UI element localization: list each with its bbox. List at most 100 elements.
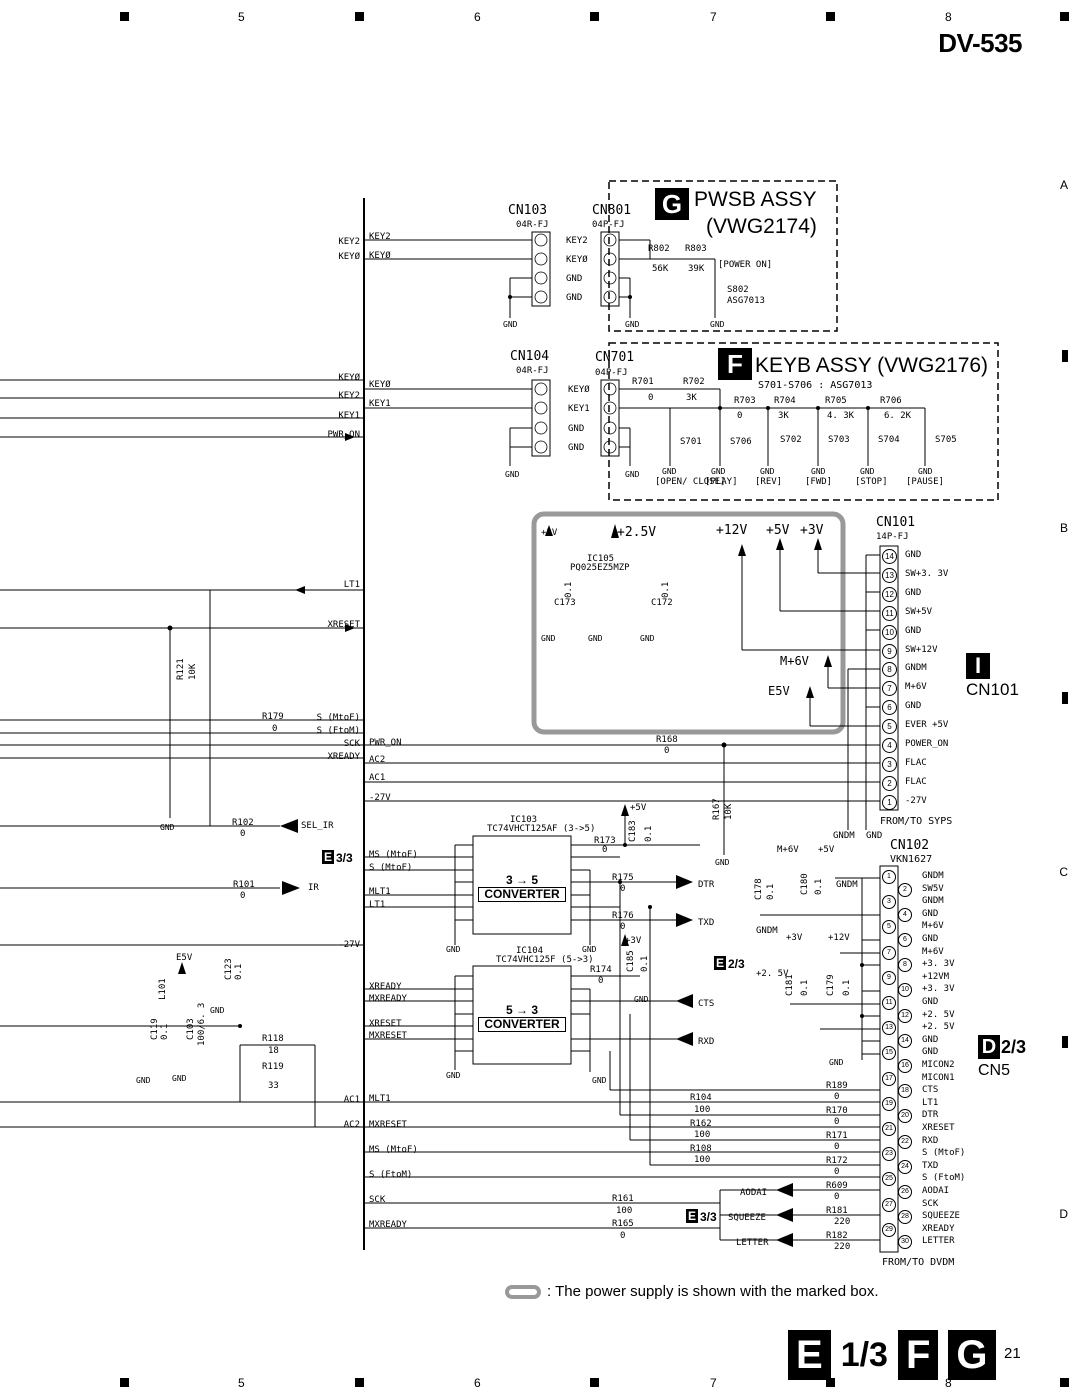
cn102-pin-number: 8 xyxy=(898,958,912,973)
cn102-pin-label: +3. 3V xyxy=(922,984,955,995)
ic104-label: 5 → 3 CONVERTER xyxy=(478,1004,566,1032)
cn101-side-label: CN101 xyxy=(966,680,1019,699)
cn102-pin-number: 1 xyxy=(882,870,896,884)
left-signal-label: S (MtoF) xyxy=(316,713,360,723)
c103-value: 100/6. 3 xyxy=(197,1002,207,1046)
cn101-pin-label: M+6V xyxy=(905,682,927,693)
cn102-pin-label: CTS xyxy=(922,1085,939,1096)
r119-label: R119 xyxy=(262,1062,284,1072)
gnd-label: GND xyxy=(541,634,556,643)
cn101-pin-number: 5 xyxy=(882,719,897,735)
cn5-badge: D xyxy=(978,1035,1000,1059)
cn102-pin-label: GND xyxy=(922,908,939,919)
gnd-label: GND xyxy=(625,470,640,479)
cn101-pin-number: 12 xyxy=(882,586,897,602)
r705-label: R705 xyxy=(825,396,847,406)
pwsb-cn-right-type: 04P-FJ xyxy=(592,220,625,230)
gnd-label: GND xyxy=(503,320,518,329)
cn101-pin-label: SW+5V xyxy=(905,606,933,617)
r174-value: 0 xyxy=(598,976,604,986)
cn102-pin-label: +2. 5V xyxy=(922,1022,955,1033)
power-on-switch-label: [POWER ON] xyxy=(718,260,773,270)
grid-marker xyxy=(355,1378,364,1387)
xref-e-badge: E xyxy=(714,956,726,970)
cn102-pin-number: 4 xyxy=(898,907,912,922)
r161-value: 100 xyxy=(616,1206,633,1216)
grid-marker xyxy=(1062,350,1068,362)
grid-marker xyxy=(826,12,835,21)
ic103-label-top: 3 → 5 xyxy=(505,873,538,887)
fn-pause: [PAUSE] xyxy=(906,477,944,487)
keyb-switch-note: S701-S706 : ASG7013 xyxy=(758,380,873,391)
c185-label: C185 xyxy=(626,950,636,972)
cn102-pin-label: LT1 xyxy=(922,1097,939,1108)
grid-marker xyxy=(1060,12,1069,21)
txd-label: TXD xyxy=(698,918,715,928)
gnd-label: GND xyxy=(710,320,725,329)
r706-value: 6. 2K xyxy=(884,411,912,421)
gnd-label: GND xyxy=(918,467,933,476)
fn-play: [PLAY] xyxy=(705,477,738,487)
xref-e-badge: E xyxy=(322,850,334,864)
left-signal-label: PWR_ON xyxy=(327,430,360,440)
r802-label: R802 xyxy=(648,244,670,254)
gnd-label: GND xyxy=(860,467,875,476)
bus-signal-label: XREADY xyxy=(369,982,402,992)
r172-label: R172 xyxy=(826,1156,848,1166)
cn102-pin-number: 18 xyxy=(898,1084,912,1099)
bus-signal-label: MS (MtoF) xyxy=(369,850,418,860)
left-signal-label: XRESET xyxy=(327,620,360,630)
r161-label: R161 xyxy=(612,1194,634,1204)
grid-marker xyxy=(590,12,599,21)
cn101-gndm: GNDM xyxy=(833,831,855,841)
xref-e23: 2/3 xyxy=(728,957,745,971)
cn101-pin-number: 14 xyxy=(882,549,897,564)
ic104-label-bottom: CONVERTER xyxy=(478,1017,566,1032)
keyb-cn-right-type: 04P-FJ xyxy=(595,368,628,378)
r182-value: 220 xyxy=(834,1242,851,1252)
r162-value: 100 xyxy=(694,1130,711,1140)
cn102-pin-label: MICON1 xyxy=(922,1072,955,1083)
dtr-label: DTR xyxy=(698,880,715,890)
gnd-label: GND xyxy=(625,320,640,329)
cn102-pin-label: GND xyxy=(922,934,939,944)
cn102-pin-number: 7 xyxy=(882,945,896,960)
left-signal-label: XREADY xyxy=(327,752,360,762)
cn101-pin-number: 4 xyxy=(882,738,897,753)
cn101-type: 14P-FJ xyxy=(876,532,909,542)
bus-signal-label: KEYØ xyxy=(369,380,391,390)
cn102-pin-label: SCK xyxy=(922,1198,939,1209)
cn101-pin-number: 9 xyxy=(882,643,897,659)
pwsb-cn-left-type: 04R-FJ xyxy=(516,220,549,230)
cn102-pin-label: +12VM xyxy=(922,971,950,982)
column-number: 7 xyxy=(710,10,717,24)
left-signal-label: -27V xyxy=(338,940,360,950)
cn102-pin-number: 14 xyxy=(898,1033,912,1048)
c123-value: 0.1 xyxy=(234,963,244,980)
r172-value: 0 xyxy=(834,1167,840,1177)
pwsb-cn-left: CN103 xyxy=(508,203,548,218)
r179-label: R179 xyxy=(262,712,284,722)
cn102-pin-label: XREADY xyxy=(922,1223,955,1234)
gnd-label: GND xyxy=(136,1076,151,1085)
cn102-pin-number: 10 xyxy=(898,983,912,998)
gnd-label: GND xyxy=(811,467,826,476)
grid-marker xyxy=(120,1378,129,1387)
cn102-pin-number: 28 xyxy=(898,1210,912,1225)
r803-value: 39K xyxy=(688,264,705,274)
page-title: DV-535 xyxy=(938,28,1022,58)
c183-value: 0.1 xyxy=(644,825,654,842)
keyb-cn-right: CN701 xyxy=(595,350,635,365)
cn102-pin-number: 16 xyxy=(898,1059,912,1073)
connector-pin-label: GND xyxy=(568,443,585,453)
gnd-label: GND xyxy=(829,1058,844,1067)
r706-label: R706 xyxy=(880,396,902,406)
cn102-pin-number: 25 xyxy=(882,1172,896,1187)
cn101-name: CN101 xyxy=(876,515,916,530)
cts-label: CTS xyxy=(698,999,715,1009)
cn102-pin-number: 9 xyxy=(882,970,896,985)
cn102-plus5v: +5V xyxy=(818,845,835,855)
cn102-pin-number: 29 xyxy=(882,1222,896,1237)
aodai-label: AODAI xyxy=(740,1188,768,1198)
s705-label: S705 xyxy=(935,435,957,445)
